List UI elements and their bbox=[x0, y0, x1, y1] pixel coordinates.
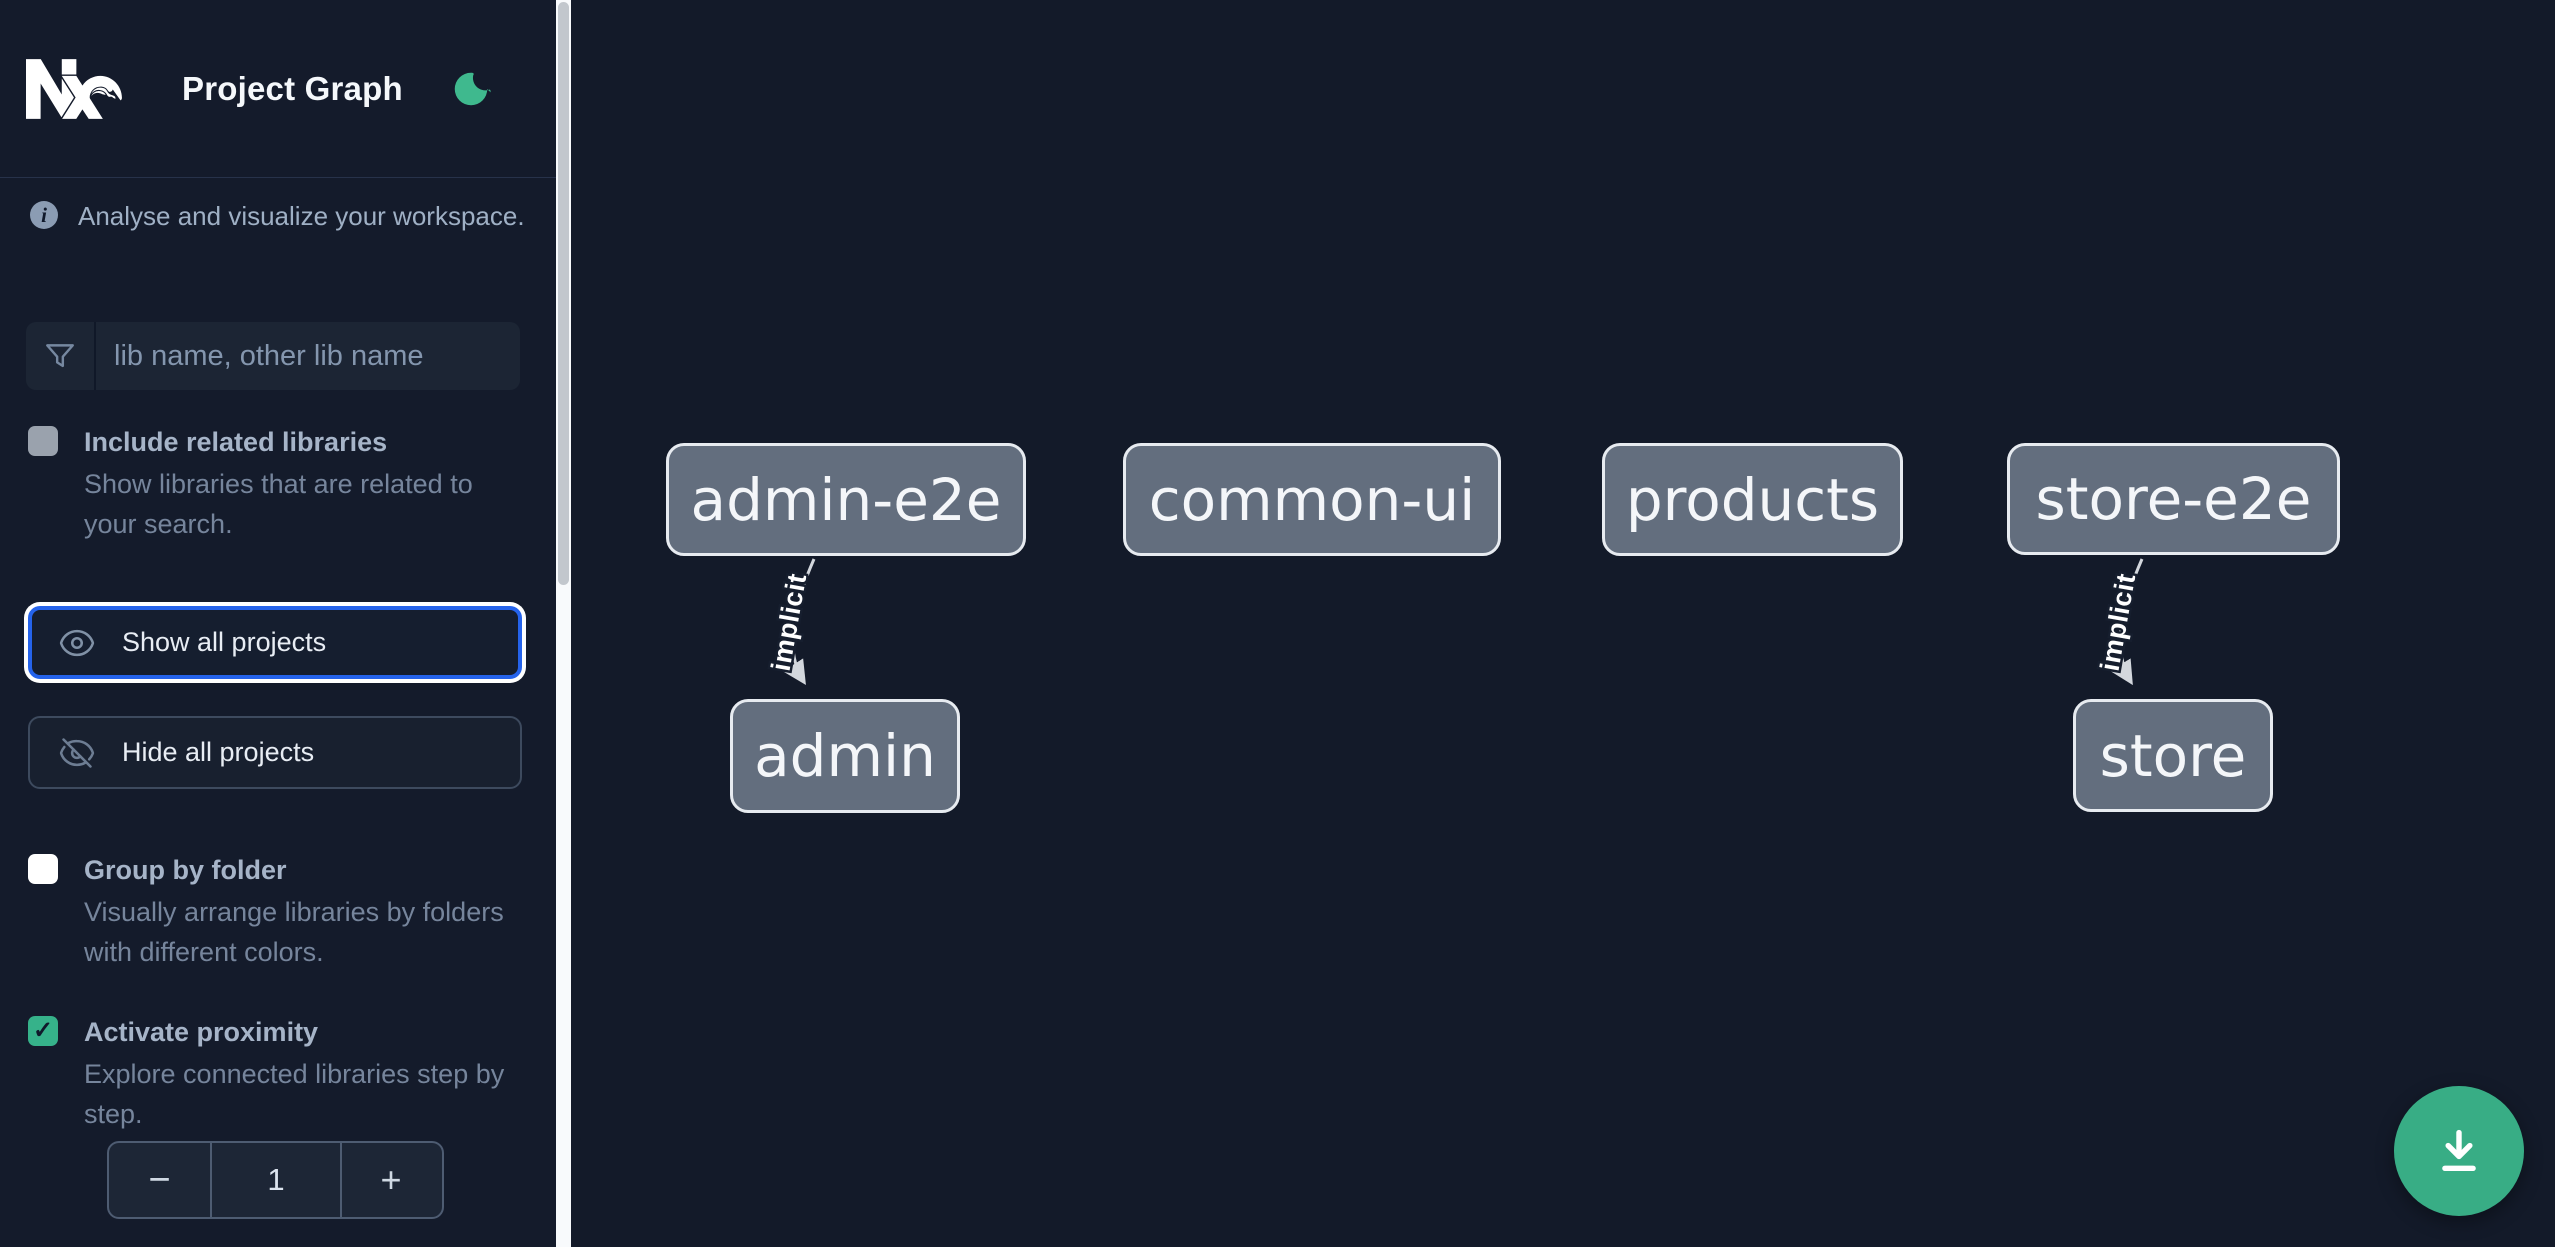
group-by-folder-label: Group by folder bbox=[84, 855, 287, 885]
moon-icon bbox=[454, 72, 491, 105]
project-node-common-ui[interactable]: common-ui bbox=[1123, 443, 1501, 556]
group-by-folder-row: Group by folder Visually arrange librari… bbox=[28, 851, 514, 972]
download-icon bbox=[2442, 1129, 2476, 1172]
page-title: Project Graph bbox=[182, 69, 403, 107]
hide-all-projects-button[interactable]: Hide all projects bbox=[28, 716, 522, 789]
node-label: store bbox=[2099, 721, 2247, 790]
hide-all-projects-label: Hide all projects bbox=[122, 737, 315, 767]
edge-store-e2e-to-store[interactable]: implicit bbox=[2092, 558, 2144, 686]
proximity-increment-button[interactable]: + bbox=[342, 1143, 440, 1217]
project-node-store[interactable]: store bbox=[2073, 699, 2273, 812]
edge-label-implicit: implicit bbox=[2095, 571, 2142, 673]
activate-proximity-row: ✓ Activate proximity Explore connected l… bbox=[28, 1013, 514, 1134]
search-input[interactable] bbox=[96, 322, 520, 390]
group-by-folder-checkbox[interactable] bbox=[28, 854, 58, 884]
node-label: products bbox=[1625, 465, 1880, 534]
eye-icon bbox=[59, 629, 95, 656]
sidebar: Project Graph i Analyse and visualize yo… bbox=[0, 0, 556, 1247]
sidebar-header: Project Graph bbox=[0, 0, 556, 178]
show-all-projects-button[interactable]: Show all projects bbox=[28, 606, 522, 679]
sidebar-scrollbar-thumb[interactable] bbox=[558, 2, 569, 585]
group-by-folder-description: Visually arrange libraries by folders wi… bbox=[84, 897, 504, 967]
project-node-admin-e2e[interactable]: admin-e2e bbox=[666, 443, 1026, 556]
include-related-label: Include related libraries bbox=[84, 427, 388, 457]
sidebar-scrollbar[interactable] bbox=[556, 0, 571, 1247]
node-label: store-e2e bbox=[2035, 465, 2312, 533]
node-label: admin bbox=[754, 722, 936, 790]
search-box bbox=[26, 322, 520, 390]
nx-logo bbox=[26, 58, 122, 119]
info-icon: i bbox=[30, 201, 58, 229]
activate-proximity-description: Explore connected libraries step by step… bbox=[84, 1059, 505, 1129]
show-all-projects-label: Show all projects bbox=[122, 627, 327, 657]
eye-off-icon bbox=[59, 737, 95, 768]
include-related-checkbox[interactable] bbox=[28, 426, 58, 456]
theme-toggle-button[interactable] bbox=[449, 67, 493, 111]
filter-funnel-icon bbox=[26, 322, 96, 390]
include-related-row: Include related libraries Show libraries… bbox=[28, 423, 514, 544]
workspace-info: i Analyse and visualize your workspace. bbox=[30, 200, 530, 232]
proximity-stepper: − 1 + bbox=[107, 1141, 444, 1219]
activate-proximity-checkbox[interactable]: ✓ bbox=[28, 1016, 58, 1046]
checkmark-icon: ✓ bbox=[32, 1017, 54, 1044]
graph-edges: implicit implicit bbox=[763, 558, 2144, 686]
node-label: admin-e2e bbox=[690, 465, 1002, 534]
include-related-description: Show libraries that are related to your … bbox=[84, 469, 473, 539]
project-node-store-e2e[interactable]: store-e2e bbox=[2007, 443, 2340, 555]
info-text: Analyse and visualize your workspace. bbox=[78, 201, 525, 231]
node-label: common-ui bbox=[1148, 465, 1476, 534]
edge-admin-e2e-to-admin[interactable]: implicit bbox=[763, 558, 816, 686]
project-node-products[interactable]: products bbox=[1602, 443, 1903, 556]
graph-canvas[interactable]: implicit implicit admin-e2e common-ui pr… bbox=[571, 0, 2555, 1247]
proximity-value: 1 bbox=[210, 1143, 342, 1217]
activate-proximity-label: Activate proximity bbox=[84, 1017, 319, 1047]
edge-label-implicit: implicit bbox=[766, 571, 813, 673]
proximity-decrement-button[interactable]: − bbox=[109, 1143, 210, 1217]
project-node-admin[interactable]: admin bbox=[730, 699, 960, 813]
download-graph-button[interactable] bbox=[2394, 1086, 2524, 1216]
